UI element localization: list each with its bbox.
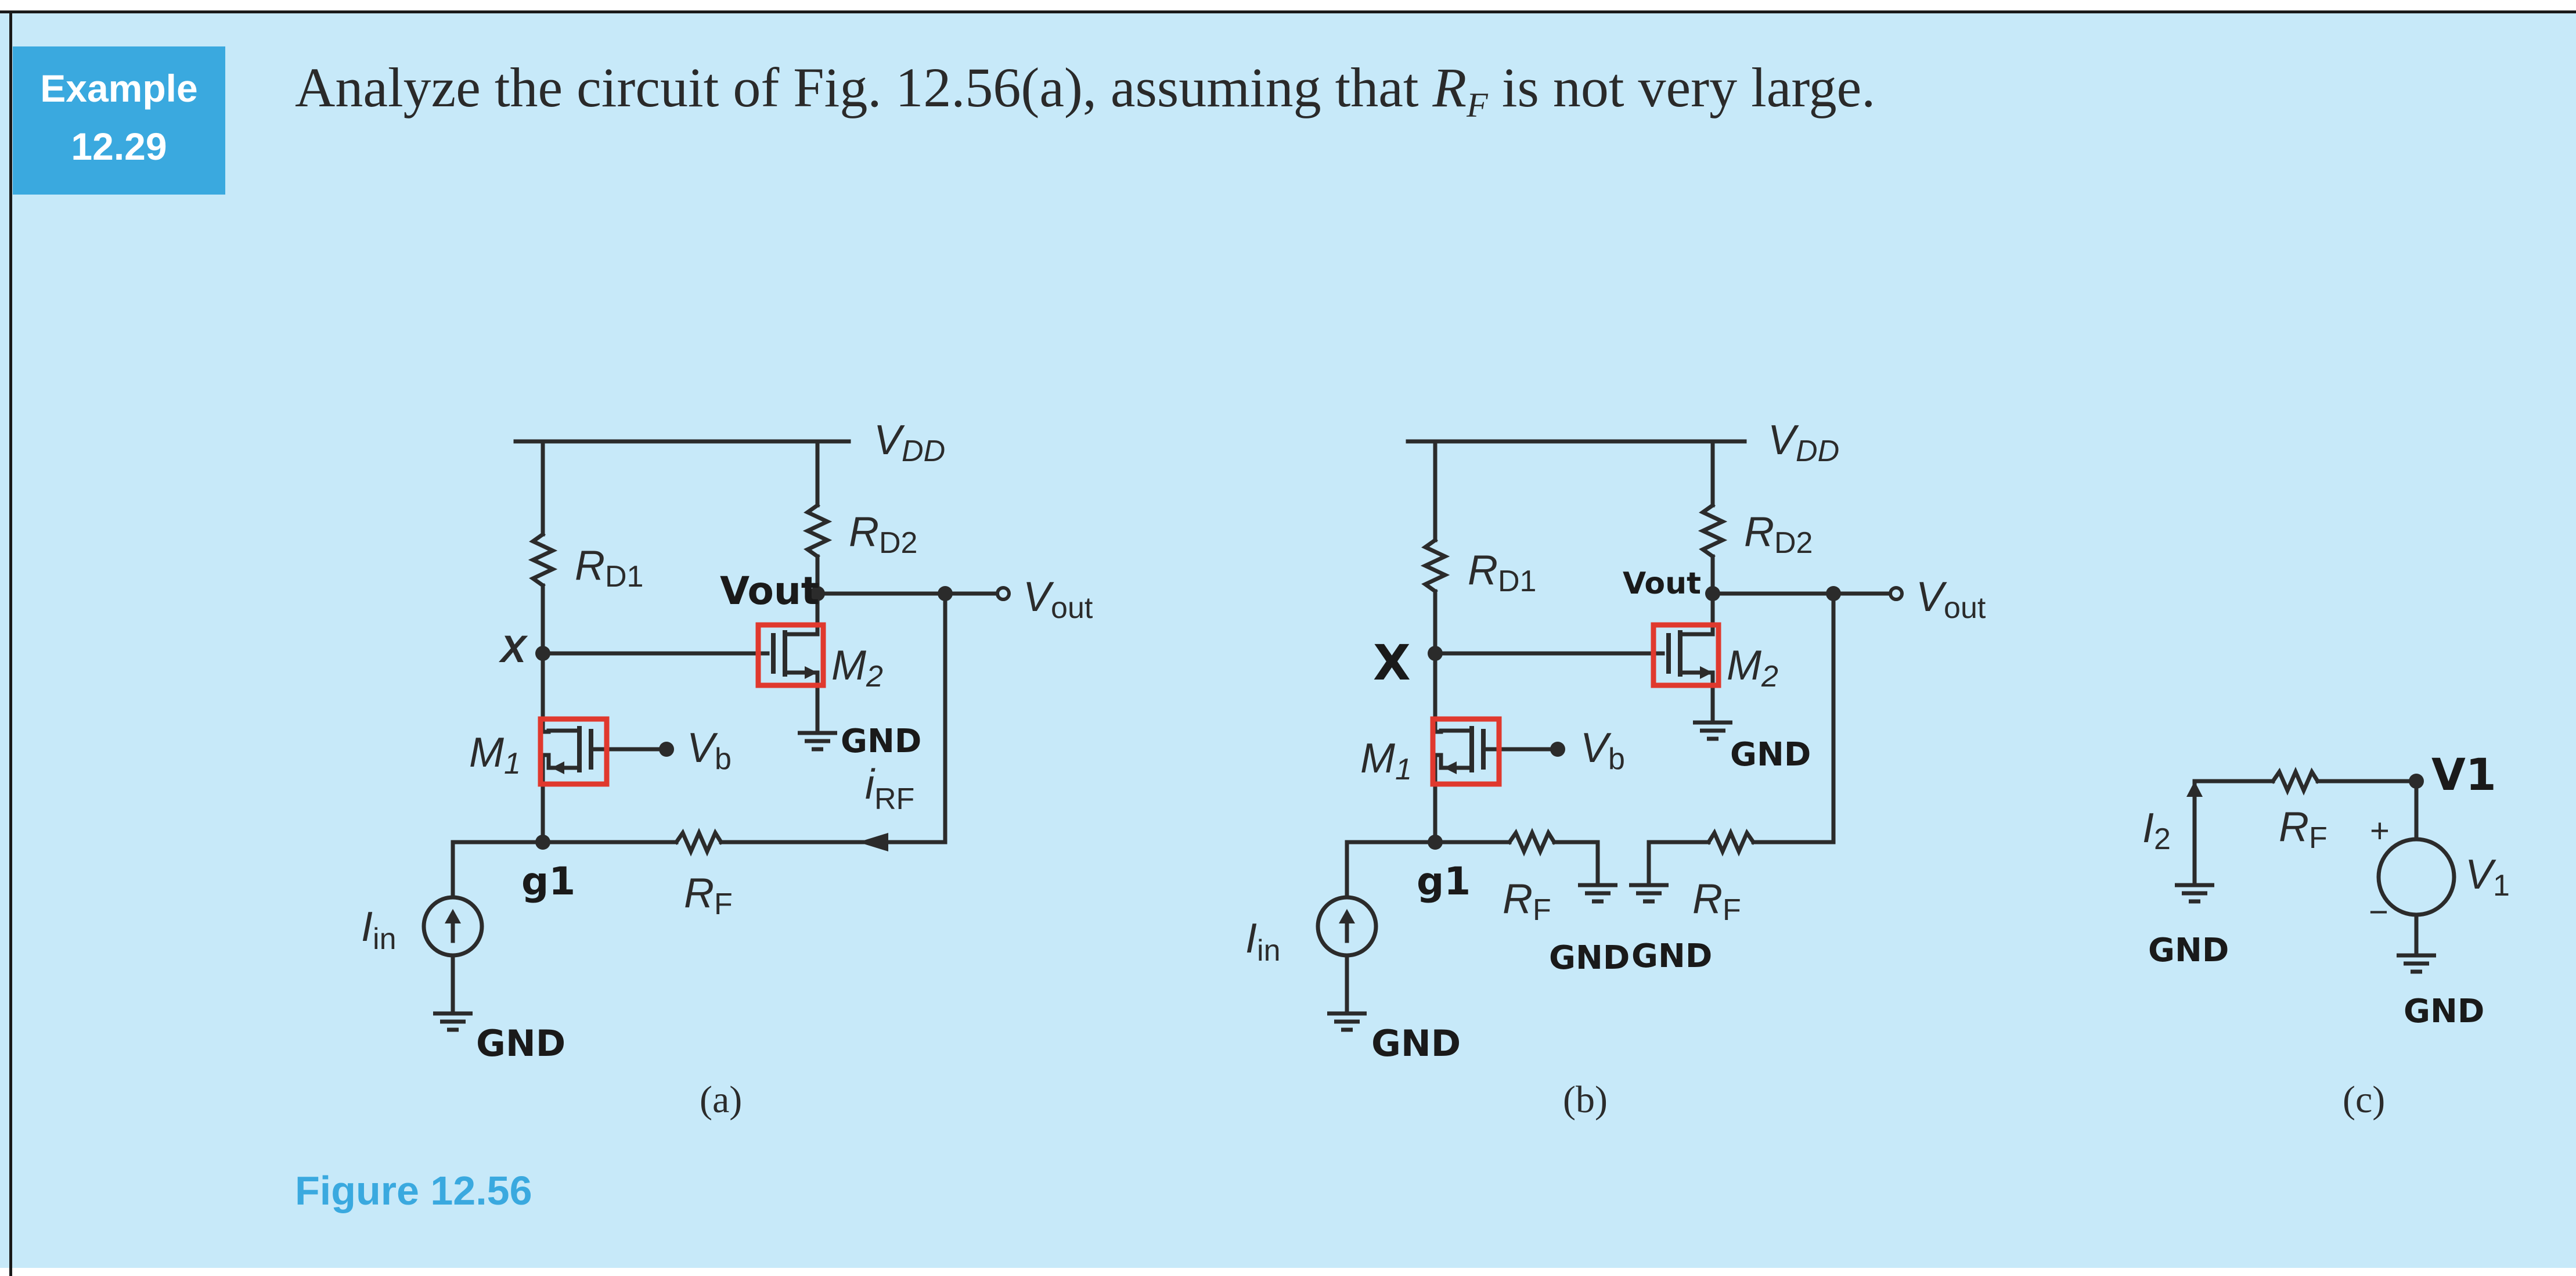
vout-terminal — [996, 586, 1011, 601]
label-rd2-a: RD2 — [849, 509, 917, 560]
label-rf-c: RF — [2279, 804, 2328, 855]
label-rd2-b: RD2 — [1744, 509, 1813, 560]
panel-left-rule — [9, 10, 12, 1276]
label-vb-b: Vb — [1580, 725, 1625, 776]
label-m1-a: M1 — [469, 729, 521, 781]
label-minus-c: − — [2369, 893, 2388, 931]
caption-b: (b) — [1563, 1079, 1608, 1121]
label-rd1-a: RD1 — [575, 542, 643, 594]
rf-resistor — [673, 828, 724, 857]
circuit-c: V1 I2 RF + − V1 GND GND (c) — [2142, 749, 2510, 1121]
m2-highlight — [755, 622, 826, 688]
label-gnd-right-c: GND — [2404, 993, 2484, 1030]
label-irf-a: iRF — [865, 761, 914, 816]
example-label: Example — [40, 67, 198, 110]
label-g1-b: g1 — [1417, 859, 1471, 904]
rd2-resistor — [802, 502, 833, 559]
label-vout-a: Vout — [1023, 574, 1093, 625]
circuit-b: VDD RD1 RD2 Vout Vout X M2 M1 Vb GND g1 … — [1245, 417, 1986, 1121]
label-vout-hand-a: Vout — [720, 569, 819, 613]
caption-c: (c) — [2343, 1079, 2385, 1121]
label-vout-b: Vout — [1916, 574, 1986, 625]
label-vdd-b: VDD — [1768, 417, 1839, 468]
label-v1-c: V1 — [2465, 851, 2510, 903]
label-gnd-m2-a: GND — [841, 723, 921, 760]
figure-caption: Figure 12.56 — [295, 1168, 532, 1213]
v1-source — [2376, 837, 2456, 917]
caption-a: (a) — [700, 1079, 742, 1121]
circuit-a: VDD RD1 RD2 Vout Vout X M2 M1 Vb GND iRF… — [361, 417, 1093, 1121]
label-iin-a: Iin — [361, 904, 397, 956]
label-plus-c: + — [2370, 812, 2390, 850]
label-gnd-iin-b: GND — [1371, 1022, 1461, 1065]
label-rd1-b: RD1 — [1468, 547, 1536, 598]
irf-arrow — [858, 833, 888, 851]
gnd-icon — [798, 733, 837, 749]
label-v1-hand-c: V1 — [2431, 749, 2496, 800]
label-gnd-rf-left-b: GND — [1549, 939, 1630, 977]
label-rf-right-b: RF — [1692, 876, 1741, 927]
label-m1-b: M1 — [1360, 735, 1412, 786]
label-gnd-left-c: GND — [2148, 932, 2229, 969]
label-iin-b: Iin — [1245, 915, 1281, 968]
label-x-b: X — [1373, 634, 1411, 691]
i2-arrow — [2186, 781, 2203, 797]
label-i2-c: I2 — [2142, 805, 2171, 856]
label-vout-hand-b: Vout — [1623, 566, 1701, 601]
label-x-a: X — [498, 627, 528, 670]
label-gnd-m2-b: GND — [1730, 736, 1811, 774]
label-rf-a: RF — [684, 870, 733, 921]
label-m2-b: M2 — [1727, 642, 1778, 693]
label-m2-a: M2 — [831, 642, 883, 693]
rd1-resistor — [528, 531, 558, 588]
label-gnd-rf-right-b: GND — [1631, 937, 1712, 975]
example-number: 12.29 — [71, 125, 167, 168]
label-g1-a: g1 — [521, 859, 575, 904]
example-panel — [0, 10, 2576, 1268]
m1-highlight — [538, 716, 610, 787]
label-vb-a: Vb — [687, 725, 732, 776]
label-gnd-iin-a: GND — [476, 1022, 565, 1065]
label-rf-left-b: RF — [1503, 876, 1551, 927]
problem-statement: Analyze the circuit of Fig. 12.56(a), as… — [295, 56, 1876, 124]
label-vdd-a: VDD — [874, 417, 945, 468]
example-badge: Example 12.29 — [13, 46, 225, 195]
